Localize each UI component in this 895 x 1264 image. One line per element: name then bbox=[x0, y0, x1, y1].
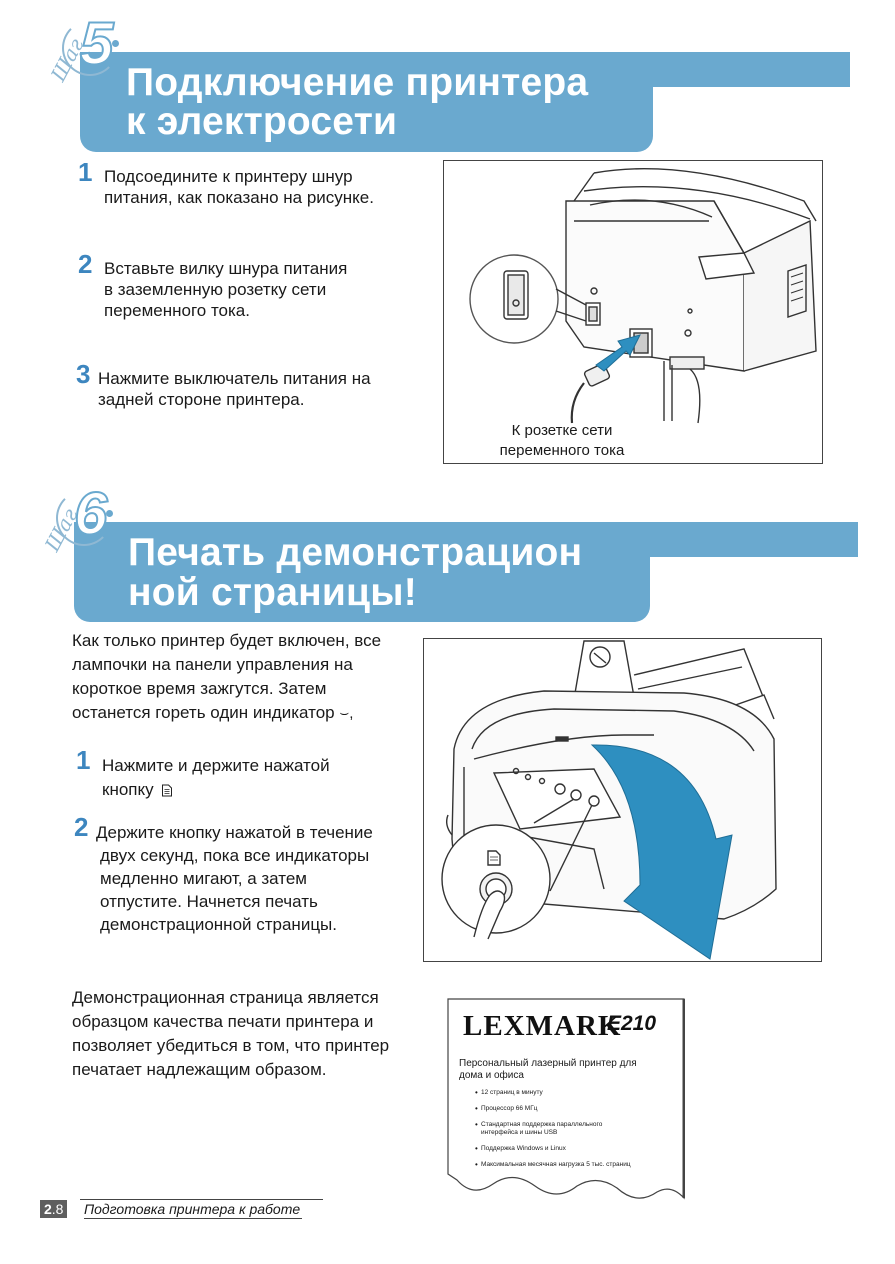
step6-item-1: 1 Нажмите и держите нажатой кнопку bbox=[76, 747, 416, 802]
demo-page-desc-line2: дома и офиса bbox=[459, 1070, 524, 1081]
step5-item-3-num: 3 bbox=[76, 359, 91, 389]
step6-banner bbox=[74, 522, 650, 622]
demo-page-desc-line1: Персональный лазерный принтер для bbox=[459, 1058, 637, 1069]
footer-section-label: Подготовка принтера к работе bbox=[84, 1201, 303, 1219]
demo-feature-item: Максимальная месячная нагрузка 5 тыс. ст… bbox=[475, 1161, 671, 1169]
footer-rule bbox=[80, 1199, 323, 1200]
demo-page-description: Персональный лазерный принтер для дома и… bbox=[459, 1058, 659, 1082]
demo-page-button-icon bbox=[162, 784, 173, 797]
page-number-chapter: 2 bbox=[44, 1201, 52, 1217]
step6-outro-line2: образцом качества печати принтера и bbox=[72, 1012, 374, 1031]
printer-front-illustration bbox=[441, 640, 777, 960]
printer-rear-illustration bbox=[469, 168, 817, 424]
step5-item-1-num: 1 bbox=[78, 157, 93, 187]
step5-title-line2: к электросети bbox=[126, 100, 398, 143]
power-connection-figure: К розетке сети переменного тока bbox=[443, 160, 823, 464]
step6-item-1-line2-wrap: кнопку bbox=[76, 778, 416, 802]
step6-badge-arc bbox=[56, 490, 112, 546]
paper-exit-arrow bbox=[590, 744, 733, 960]
step6-title-line1: Печать демонстрацион bbox=[128, 531, 583, 574]
step6-item-2-line1: Держите кнопку нажатой в течение bbox=[96, 823, 373, 842]
step6-item-2: 2 Держите кнопку нажатой в течение двух … bbox=[74, 814, 419, 936]
page-number: 2.8 bbox=[40, 1200, 68, 1218]
lexmark-logo: LEXMARK bbox=[463, 1010, 622, 1042]
step5-item-2-line3: переменного тока. bbox=[104, 301, 250, 320]
demo-feature-item: Поддержка Windows и Linux bbox=[475, 1145, 671, 1153]
step6-title-line2: ной страницы! bbox=[128, 571, 417, 614]
step6-number: 6 bbox=[73, 480, 108, 547]
page-number-page: .8 bbox=[51, 1201, 64, 1217]
step6-intro-line4: останется гореть один индикатор ⌣, bbox=[72, 701, 422, 726]
step6-dot bbox=[106, 510, 113, 517]
demo-feature-item: 12 страниц в минуту bbox=[475, 1089, 671, 1097]
step6-intro: Как только принтер будет включен, все ла… bbox=[72, 629, 422, 726]
step5-item-1: 1 Подсоедините к принтеру шнур питания, … bbox=[78, 159, 418, 208]
step5-number: 5 bbox=[79, 10, 114, 77]
step6-item-1-line2: кнопку bbox=[102, 780, 154, 799]
printer-model: E210 bbox=[607, 1012, 657, 1035]
step6-item-2-line3: медленно мигают, а затем bbox=[100, 869, 307, 888]
step5-item-3-line1: Нажмите выключатель питания на bbox=[98, 369, 371, 388]
demo-feature-item: Процессор 66 МГц bbox=[475, 1105, 671, 1113]
step5-item-2-num: 2 bbox=[78, 249, 93, 279]
plug-arrow bbox=[595, 334, 641, 372]
step6-item-2-line5: демонстрационной страницы. bbox=[100, 915, 337, 934]
step6-outro-line3: позволяет убедиться в том, что принтер bbox=[72, 1036, 390, 1055]
demo-page-sample: LEXMARK E210 Персональный лазерный принт… bbox=[447, 998, 685, 1208]
step5-item-3-line2: задней стороне принтера. bbox=[98, 390, 305, 409]
step5-item-2-line2: в заземленную розетку сети bbox=[104, 280, 327, 299]
step6-item-2-line4: отпустите. Начнется печать bbox=[100, 892, 318, 911]
step5-dot bbox=[112, 40, 119, 47]
step6-intro-line3: короткое время зажгутся. Затем bbox=[72, 679, 327, 698]
step5-badge-arc bbox=[62, 20, 118, 76]
step5-banner bbox=[80, 52, 653, 152]
demo-page-features: 12 страниц в минуту Процессор 66 МГц Ста… bbox=[475, 1089, 671, 1177]
step6-outro-line1: Демонстрационная страница является bbox=[72, 988, 379, 1007]
step5-item-2-line1: Вставьте вилку шнура питания bbox=[104, 259, 348, 278]
step6-item-2-line2: двух секунд, пока все индикаторы bbox=[100, 846, 370, 865]
step5-item-3: 3 Нажмите выключатель питания на задней … bbox=[76, 361, 416, 410]
step6-intro-line4-text: останется гореть один индикатор bbox=[72, 703, 335, 722]
step5-item-2: 2 Вставьте вилку шнура питания в заземле… bbox=[78, 251, 418, 321]
step6-item-2-num: 2 bbox=[74, 812, 89, 842]
power-figure-caption-line2: переменного тока bbox=[499, 442, 625, 459]
demo-feature-item: Стандартная поддержка параллельного инте… bbox=[475, 1121, 631, 1137]
power-figure-caption: К розетке сети переменного тока bbox=[480, 421, 644, 461]
step5-item-1-line1: Подсоедините к принтеру шнур bbox=[104, 167, 353, 186]
step6-outro-line4: печатает надлежащим образом. bbox=[72, 1060, 327, 1079]
step6-outro: Демонстрационная страница является образ… bbox=[72, 986, 442, 1082]
power-figure-caption-line1: К розетке сети bbox=[511, 422, 613, 439]
demo-print-figure bbox=[423, 638, 822, 962]
step6-intro-line2: лампочки на панели управления на bbox=[72, 655, 353, 674]
power-indicator-icon: ⌣, bbox=[339, 705, 354, 722]
step6-intro-line1: Как только принтер будет включен, все bbox=[72, 631, 382, 650]
step5-item-1-line2: питания, как показано на рисунке. bbox=[104, 188, 374, 207]
step6-item-1-num: 1 bbox=[76, 745, 91, 775]
step5-title-line1: Подключение принтера bbox=[126, 61, 589, 104]
step6-item-1-line1: Нажмите и держите нажатой bbox=[102, 756, 330, 775]
